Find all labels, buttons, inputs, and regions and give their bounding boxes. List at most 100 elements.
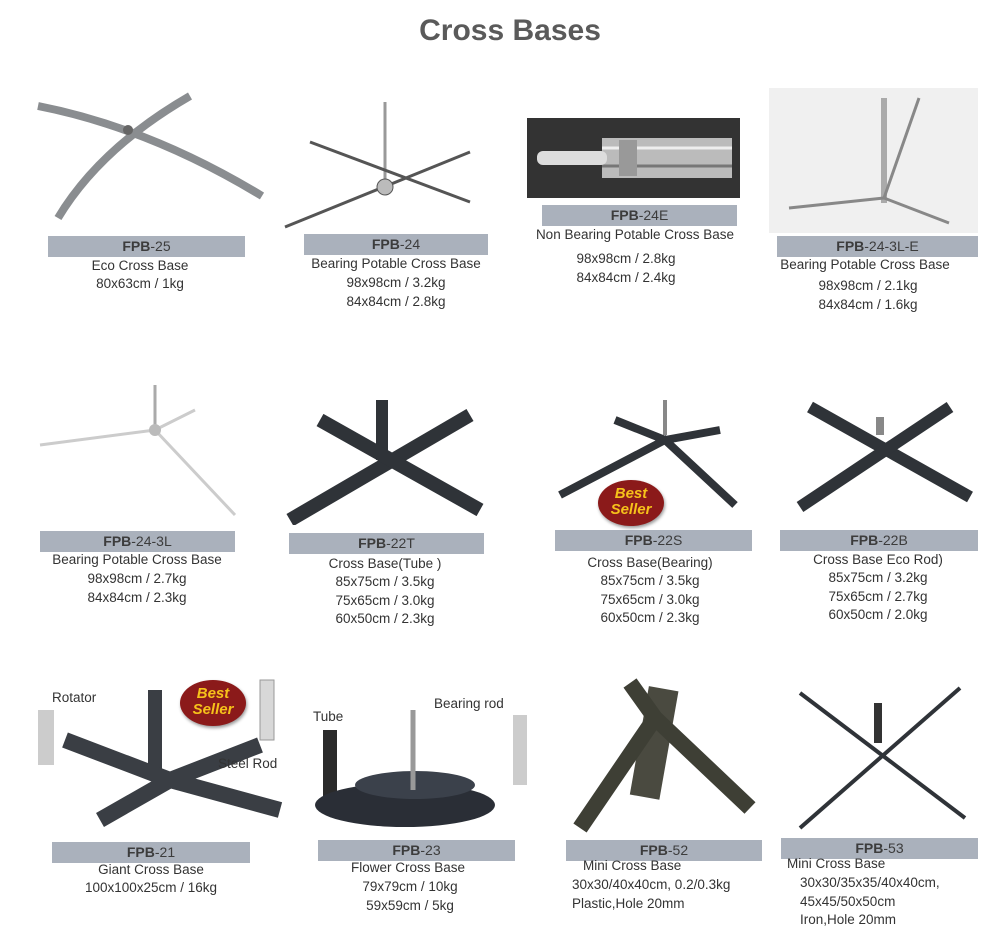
- product-code-suffix: -24E: [638, 207, 669, 223]
- eco-cross-base-photo-illustration: [37, 92, 265, 221]
- product-spec: 75x65cm / 3.0kg: [335, 592, 435, 608]
- product-spec: 98x98cm / 2.1kg: [818, 278, 918, 293]
- product-code-bar: FPB-22B: [780, 530, 978, 551]
- product-name: Cross Base(Tube ): [328, 556, 442, 571]
- eco-rod-cross-base-photo: [780, 392, 980, 525]
- non-bearing-cross-base-photo-illustration: [527, 118, 740, 198]
- bearing-cross-base-photo-illustration: [284, 102, 471, 229]
- product-spec: 84x84cm / 1.6kg: [818, 296, 918, 312]
- badge-text: Best: [614, 485, 648, 502]
- iron-mini-base-photo-illustration: [798, 686, 967, 830]
- product-spec: 75x65cm / 3.0kg: [600, 591, 700, 607]
- tube-cross-base-photo-illustration: [286, 400, 484, 527]
- product-code-suffix: -52: [667, 842, 689, 858]
- eco-cross-base-photo: [30, 88, 270, 233]
- product-spec: 98x98cm / 2.8kg: [576, 251, 676, 266]
- product-name: Flower Cross Base: [350, 860, 466, 875]
- product-code-suffix: -24: [399, 236, 421, 252]
- product-code-bar: FPB-24-3L: [40, 531, 235, 552]
- iron-mini-base-photo: [780, 678, 985, 838]
- product-code-bar: FPB-22S: [555, 530, 752, 551]
- product-spec: 98x98cm / 2.7kg: [87, 571, 187, 586]
- giant-cross-base-photo-illustration: [38, 679, 283, 827]
- product-spec: Iron,Hole 20mm: [800, 912, 897, 927]
- product-code-prefix: FPB: [836, 238, 865, 254]
- product-code-prefix: FPB: [122, 238, 151, 254]
- product-name: Eco Cross Base: [91, 258, 189, 273]
- product-code-suffix: -21: [154, 844, 176, 860]
- product-spec: 75x65cm / 2.7kg: [828, 588, 928, 604]
- product-name: Non Bearing Potable Cross Base: [535, 227, 735, 242]
- product-name: Giant Cross Base: [98, 862, 204, 877]
- product-code-suffix: -53: [883, 840, 904, 856]
- product-spec: 45x45/50x50cm: [800, 893, 896, 909]
- bearing-flat-cross-base-photo-illustration: [558, 400, 738, 508]
- product-code-suffix: -22S: [652, 532, 683, 548]
- three-leg-bearing-base-photo-illustration: [39, 385, 237, 517]
- product-spec: 84x84cm / 2.8kg: [346, 293, 446, 309]
- three-leg-bearing-base-photo: [35, 385, 240, 520]
- product-code-bar: FPB-53: [781, 838, 978, 859]
- product-code-suffix: -23: [420, 842, 441, 858]
- product-spec: 30x30/40x40cm, 0.2/0.3kg: [572, 877, 731, 892]
- product-code-prefix: FPB: [855, 840, 884, 856]
- tube-cross-base-photo: [280, 390, 490, 527]
- product-code-bar: FPB-24: [304, 234, 488, 255]
- page-title: Cross Bases: [419, 14, 601, 47]
- product-code-bar: FPB-25: [48, 236, 245, 257]
- product-code-bar: FPB-22T: [289, 533, 484, 554]
- product-spec: 84x84cm / 2.4kg: [576, 269, 676, 285]
- product-code-prefix: FPB: [850, 532, 879, 548]
- product-spec: 60x50cm / 2.3kg: [335, 611, 435, 626]
- image-callout: Rotator: [52, 690, 97, 705]
- product-spec: 98x98cm / 3.2kg: [346, 275, 446, 290]
- three-leg-cross-base-photo: [769, 88, 978, 233]
- giant-cross-base-photo: [20, 670, 300, 840]
- three-leg-cross-base-photo-illustration: [769, 88, 978, 233]
- product-spec: 30x30/35x35/40x40cm,: [800, 875, 940, 890]
- image-callout: Bearing rod: [434, 696, 504, 711]
- product-code-suffix: -24-3L: [131, 533, 172, 549]
- product-code-prefix: FPB: [103, 533, 132, 549]
- product-name: Bearing Potable Cross Base: [780, 257, 950, 272]
- product-name: Bearing Potable Cross Base: [52, 552, 222, 567]
- badge-text: Seller: [610, 501, 652, 518]
- product-code-prefix: FPB: [610, 207, 639, 223]
- product-spec: 80x63cm / 1kg: [96, 276, 184, 291]
- image-callout: Tube: [313, 709, 344, 724]
- product-code-prefix: FPB: [392, 842, 421, 858]
- product-spec: 85x75cm / 3.2kg: [828, 570, 928, 585]
- product-code-suffix: -25: [150, 238, 171, 254]
- product-name: Mini Cross Base: [583, 858, 682, 873]
- product-spec: 85x75cm / 3.5kg: [600, 573, 700, 588]
- product-spec: Plastic,Hole 20mm: [572, 895, 685, 911]
- plastic-mini-base-photo-illustration: [573, 678, 756, 833]
- product-spec: 84x84cm / 2.3kg: [87, 589, 187, 605]
- bearing-flat-cross-base-photo: [555, 395, 745, 525]
- product-spec: 60x50cm / 2.0kg: [828, 607, 928, 622]
- product-spec: 60x50cm / 2.3kg: [600, 610, 700, 625]
- badge-text: Best: [196, 685, 230, 702]
- product-spec: 79x79cm / 10kg: [362, 879, 458, 894]
- product-code-bar: FPB-24-3L-E: [777, 236, 978, 257]
- bearing-cross-base-photo: [280, 92, 490, 232]
- product-code-suffix: -22T: [386, 535, 415, 551]
- product-code-bar: FPB-23: [318, 840, 515, 861]
- eco-rod-cross-base-photo-illustration: [796, 401, 973, 512]
- product-code-prefix: FPB: [639, 842, 668, 858]
- product-spec: 59x59cm / 5kg: [366, 897, 454, 913]
- product-spec: 100x100x25cm / 16kg: [84, 880, 218, 895]
- product-code-prefix: FPB: [358, 535, 387, 551]
- image-callout: Steel Rod: [218, 756, 278, 771]
- badge-text: Seller: [192, 701, 234, 718]
- non-bearing-cross-base-photo: [527, 118, 740, 198]
- product-code-prefix: FPB: [624, 532, 653, 548]
- product-code-bar: FPB-21: [52, 842, 250, 863]
- product-name: Cross Base(Bearing): [587, 555, 713, 570]
- plastic-mini-base-photo: [560, 678, 760, 838]
- product-code-suffix: -22B: [878, 532, 908, 548]
- product-code-bar: FPB-24E: [542, 205, 737, 226]
- flower-cross-base-photo: [305, 690, 535, 838]
